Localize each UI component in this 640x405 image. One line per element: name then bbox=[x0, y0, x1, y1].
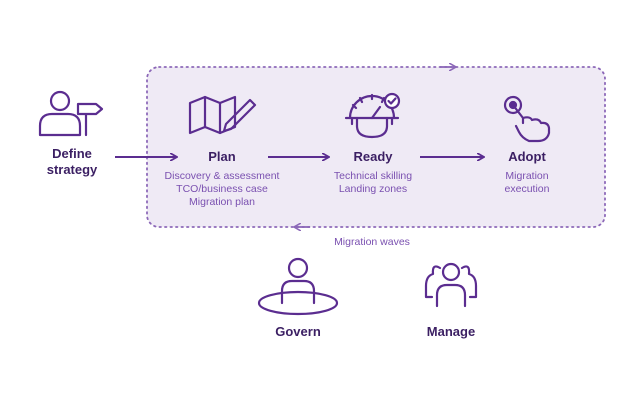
adopt-item: execution bbox=[504, 183, 550, 195]
ready-item: Technical skilling bbox=[333, 170, 413, 182]
manage-title: Manage bbox=[426, 324, 476, 339]
define-line2: strategy bbox=[46, 162, 98, 177]
plan-item: TCO/business case bbox=[176, 183, 268, 195]
map-pen-icon bbox=[188, 95, 257, 135]
person-signpost-icon bbox=[38, 90, 104, 137]
gear-gauge-check-icon bbox=[344, 92, 401, 139]
migration-waves-label: Migration waves bbox=[334, 236, 410, 248]
hand-pointer-icon bbox=[503, 95, 551, 143]
adopt-title: Adopt bbox=[508, 149, 546, 164]
ready-title: Ready bbox=[353, 149, 393, 164]
plan-items: Discovery & assessment TCO/business case… bbox=[165, 170, 280, 209]
adopt-items: Migration execution bbox=[505, 170, 550, 196]
ready-item: Landing zones bbox=[338, 183, 408, 195]
govern-title: Govern bbox=[275, 324, 321, 339]
plan-title: Plan bbox=[208, 149, 236, 164]
ready-items: Technical skilling Landing zones bbox=[334, 170, 412, 196]
migration-panel bbox=[146, 66, 606, 228]
define-line1: Define bbox=[52, 146, 92, 161]
adopt-item: Migration bbox=[505, 170, 549, 182]
person-circle-icon bbox=[257, 257, 339, 316]
people-group-icon bbox=[424, 262, 478, 308]
plan-item: Migration plan bbox=[189, 196, 255, 208]
plan-item: Discovery & assessment bbox=[164, 170, 280, 182]
define-strategy-label: Define strategy bbox=[47, 146, 98, 178]
